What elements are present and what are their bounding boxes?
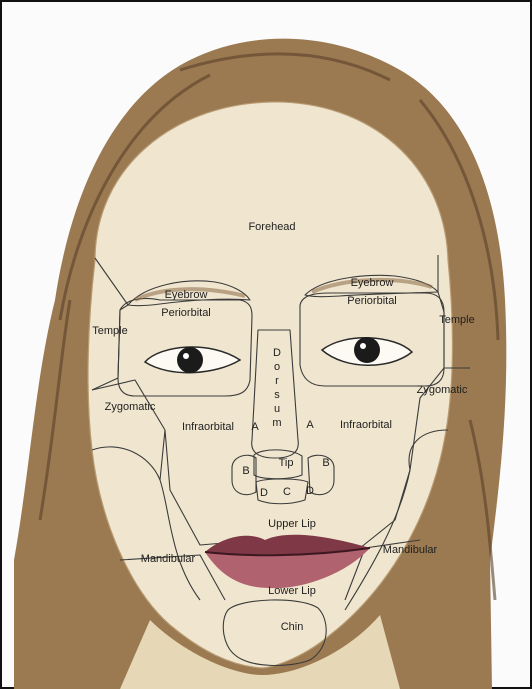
dorsum-letter-4: s [274, 389, 280, 401]
infraorbital-label-right: Infraorbital [340, 419, 392, 431]
eyebrow-label-left: Eyebrow [165, 289, 208, 301]
mandibular-label-right: Mandibular [383, 544, 438, 556]
dorsum-letter-6: m [272, 417, 281, 429]
dorsum-letter-3: r [275, 375, 279, 387]
lower-lip-label: Lower Lip [268, 585, 316, 597]
upper-lip-label: Upper Lip [268, 518, 316, 530]
forehead-label: Forehead [248, 221, 295, 233]
eyebrow-label-right: Eyebrow [351, 277, 394, 289]
periorbital-label-right: Periorbital [347, 295, 397, 307]
zygomatic-label-right: Zygomatic [417, 384, 468, 396]
a-label-right: A [306, 419, 314, 431]
dorsum-letter-5: u [274, 403, 280, 415]
temple-label-right: Temple [439, 314, 474, 326]
chin-label: Chin [281, 621, 304, 633]
periorbital-label-left: Periorbital [161, 307, 211, 319]
zygomatic-label-left: Zygomatic [105, 401, 156, 413]
a-label-left: A [251, 421, 259, 433]
dorsum-letter-1: D [273, 347, 281, 359]
dorsum-letter-2: o [274, 361, 280, 373]
infraorbital-label-left: Infraorbital [182, 421, 234, 433]
b-label-left: B [242, 465, 249, 477]
c-label: C [283, 486, 291, 498]
d-label-right: D [306, 485, 314, 497]
d-label-left: D [260, 487, 268, 499]
mandibular-label-left: Mandibular [141, 553, 196, 565]
temple-label-left: Temple [92, 325, 127, 337]
b-label-right: B [322, 457, 329, 469]
tip-label: Tip [279, 457, 294, 469]
